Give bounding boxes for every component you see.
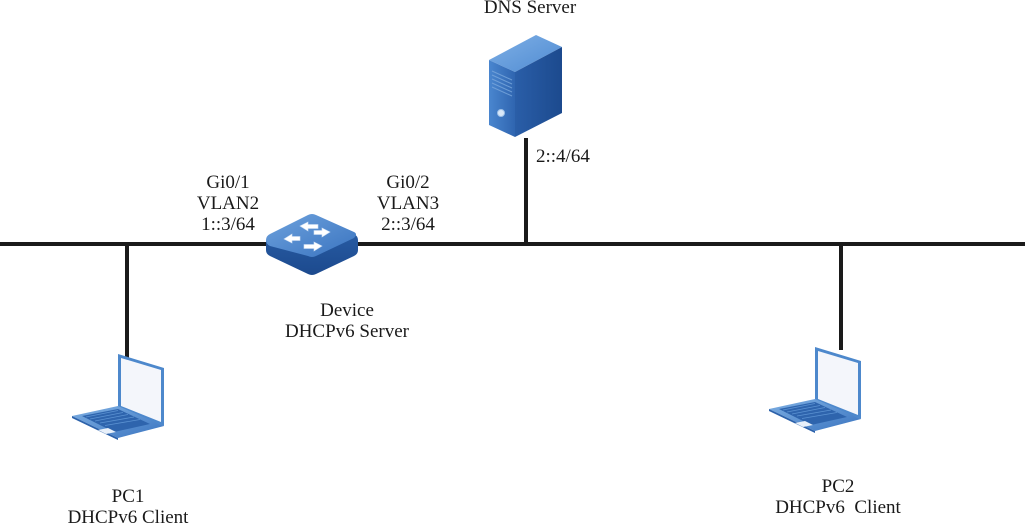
device-label: Device DHCPv6 Server	[247, 300, 447, 342]
laptop-icon[interactable]	[68, 350, 168, 440]
port-gi0-2-label: Gi0/2 VLAN3 2::3/64	[363, 172, 453, 235]
dns-address-text: 2::4/64	[536, 146, 590, 167]
device-role: DHCPv6 Server	[284, 321, 410, 342]
dns-server-address: 2::4/64	[536, 146, 590, 167]
dns-server-name: DNS Server	[430, 0, 630, 18]
pc2-label: PC2 DHCPv6 Client	[738, 476, 938, 518]
server-icon[interactable]	[486, 27, 566, 142]
switch-icon[interactable]	[262, 212, 362, 278]
pc2-role: DHCPv6 Client	[775, 497, 901, 518]
pc1-name: PC1	[111, 486, 145, 507]
pc1-label: PC1 DHCPv6 Client	[28, 486, 228, 528]
device-name: Device	[320, 300, 374, 321]
port1-address: 1::3/64	[201, 214, 255, 235]
pc2-name: PC2	[821, 476, 855, 497]
pc1-role: DHCPv6 Client	[67, 507, 189, 528]
port2-vlan: VLAN3	[376, 193, 440, 214]
port1-vlan: VLAN2	[196, 193, 260, 214]
port1-interface: Gi0/1	[206, 172, 250, 193]
laptop-icon[interactable]	[765, 343, 865, 433]
port2-interface: Gi0/2	[386, 172, 430, 193]
dns-server-name-text: DNS Server	[483, 0, 577, 18]
port2-address: 2::3/64	[381, 214, 435, 235]
port-gi0-1-label: Gi0/1 VLAN2 1::3/64	[183, 172, 273, 235]
